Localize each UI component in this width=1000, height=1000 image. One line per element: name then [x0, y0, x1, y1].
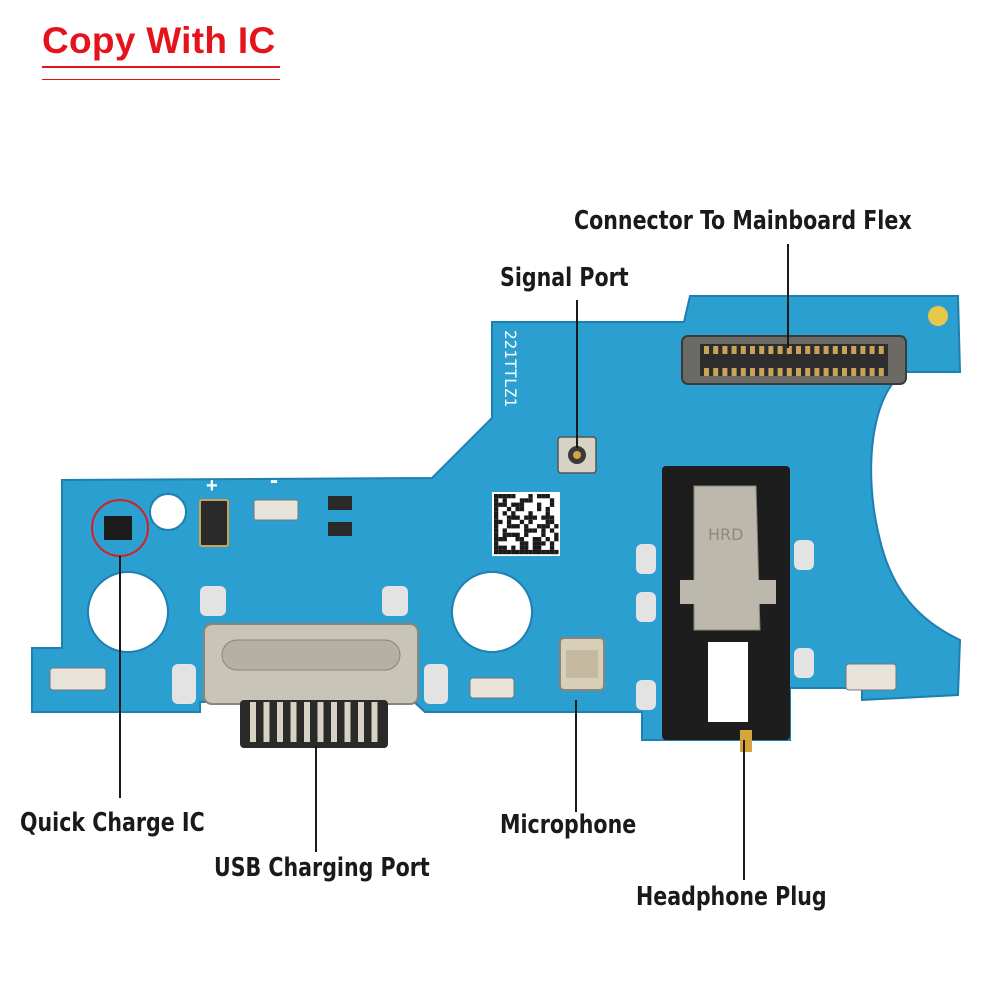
datamatrix-code — [492, 492, 560, 556]
label-signal-port: Signal Port — [500, 263, 629, 293]
smd-components — [49, 496, 897, 710]
mainboard-flex-connector — [681, 335, 907, 385]
serial-mark: 221TTLZ1 — [501, 330, 520, 407]
mount-hole-center — [451, 571, 533, 653]
mount-hole-small — [149, 493, 187, 531]
label-connector: Connector To Mainboard Flex — [574, 206, 912, 236]
plus-mark: + — [206, 475, 218, 497]
title-underline-2 — [42, 79, 280, 80]
label-usb-charging-port: USB Charging Port — [214, 853, 430, 883]
microphone — [559, 637, 605, 691]
usb-charging-port — [203, 623, 419, 748]
mount-hole-left — [87, 571, 169, 653]
label-quick-charge-ic: Quick Charge IC — [20, 808, 205, 838]
page-title: Copy With IC — [42, 20, 276, 61]
leader-lines — [119, 244, 789, 880]
jack-brand-mark: HRD — [708, 525, 743, 544]
label-headphone-plug: Headphone Plug — [636, 882, 827, 912]
signal-port — [557, 436, 597, 474]
title-underline — [42, 66, 280, 68]
headphone-jack: HRD — [662, 466, 790, 752]
mount-hole-tiny — [928, 306, 948, 326]
minus-mark: - — [270, 467, 278, 494]
label-microphone: Microphone — [500, 810, 637, 840]
